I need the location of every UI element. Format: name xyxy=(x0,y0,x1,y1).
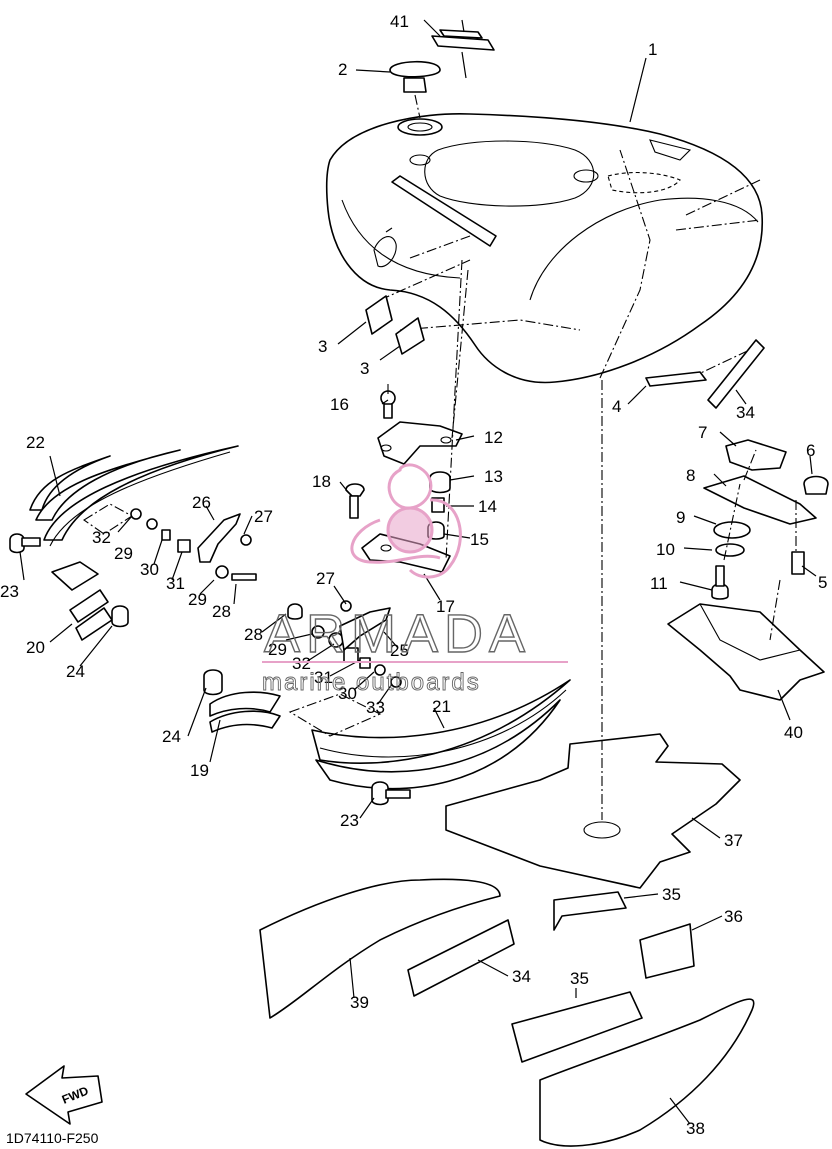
drawing-code: 1D74110-F250 xyxy=(6,1130,99,1146)
callout: 29 xyxy=(188,590,207,609)
watermark: ARMADA marine outboards xyxy=(262,463,568,696)
callout: 37 xyxy=(724,831,743,850)
callout: 21 xyxy=(432,697,451,716)
callout: 8 xyxy=(686,466,695,485)
callout-labels: 1 2 3 3 4 5 6 7 8 9 10 11 12 13 14 15 16… xyxy=(0,12,827,1138)
callout: 23 xyxy=(0,582,19,601)
callout: 2 xyxy=(338,60,347,79)
right-bracket-assembly xyxy=(667,439,829,701)
lower-covers xyxy=(259,380,755,1147)
callout: 5 xyxy=(818,573,827,592)
callout: 34 xyxy=(736,403,755,422)
watermark-brand: ARMADA xyxy=(264,604,531,664)
callout: 35 xyxy=(662,885,681,904)
callout: 22 xyxy=(26,433,45,452)
callout: 33 xyxy=(366,698,385,717)
callout: 36 xyxy=(724,907,743,926)
callout: 23 xyxy=(340,811,359,830)
callout: 14 xyxy=(478,497,497,516)
callout: 32 xyxy=(292,654,311,673)
callout: 29 xyxy=(114,544,133,563)
callout: 3 xyxy=(318,337,327,356)
callout: 40 xyxy=(784,723,803,742)
callout: 30 xyxy=(338,684,357,703)
callout: 28 xyxy=(244,625,263,644)
callout: 28 xyxy=(212,602,231,621)
callout: 19 xyxy=(190,761,209,780)
callout: 17 xyxy=(436,597,455,616)
left-emblem-assembly xyxy=(9,445,257,641)
callout: 35 xyxy=(570,969,589,988)
callout: 31 xyxy=(314,668,333,687)
callout: 41 xyxy=(390,12,409,31)
callout: 39 xyxy=(350,993,369,1012)
watermark-logo xyxy=(350,463,462,579)
decal-40-41 xyxy=(431,29,495,51)
callout: 29 xyxy=(268,640,287,659)
callout: 38 xyxy=(686,1119,705,1138)
callout: 3 xyxy=(360,359,369,378)
callout: 32 xyxy=(92,528,111,547)
callout: 10 xyxy=(656,540,675,559)
callout: 1 xyxy=(648,40,657,59)
callout: 26 xyxy=(192,493,211,512)
watermark-tagline: marine outboards xyxy=(262,669,481,696)
callout: 27 xyxy=(254,507,273,526)
callout: 12 xyxy=(484,428,503,447)
callout: 27 xyxy=(316,569,335,588)
callout: 15 xyxy=(470,530,489,549)
callout: 30 xyxy=(140,560,159,579)
callout: 4 xyxy=(612,397,621,416)
callout: 34 xyxy=(512,967,531,986)
callout: 24 xyxy=(66,662,85,681)
leader-lines xyxy=(19,19,817,1125)
fwd-arrow-icon: FWD xyxy=(25,1065,103,1125)
callout: 13 xyxy=(484,467,503,486)
callout: 20 xyxy=(26,638,45,657)
filler-cap xyxy=(389,60,441,119)
callout: 16 xyxy=(330,395,349,414)
callout: 25 xyxy=(390,641,409,660)
right-emblem-assembly xyxy=(203,600,571,806)
callout: 18 xyxy=(312,472,331,491)
callout: 11 xyxy=(650,574,668,593)
callout: 6 xyxy=(806,441,815,460)
callout: 9 xyxy=(676,508,685,527)
fuel-tank xyxy=(325,113,763,384)
callout: 31 xyxy=(166,574,185,593)
callout: 24 xyxy=(162,727,181,746)
center-bracket-assembly xyxy=(345,259,469,573)
pads-3-4-33 xyxy=(365,295,765,409)
callout: 7 xyxy=(698,423,707,442)
